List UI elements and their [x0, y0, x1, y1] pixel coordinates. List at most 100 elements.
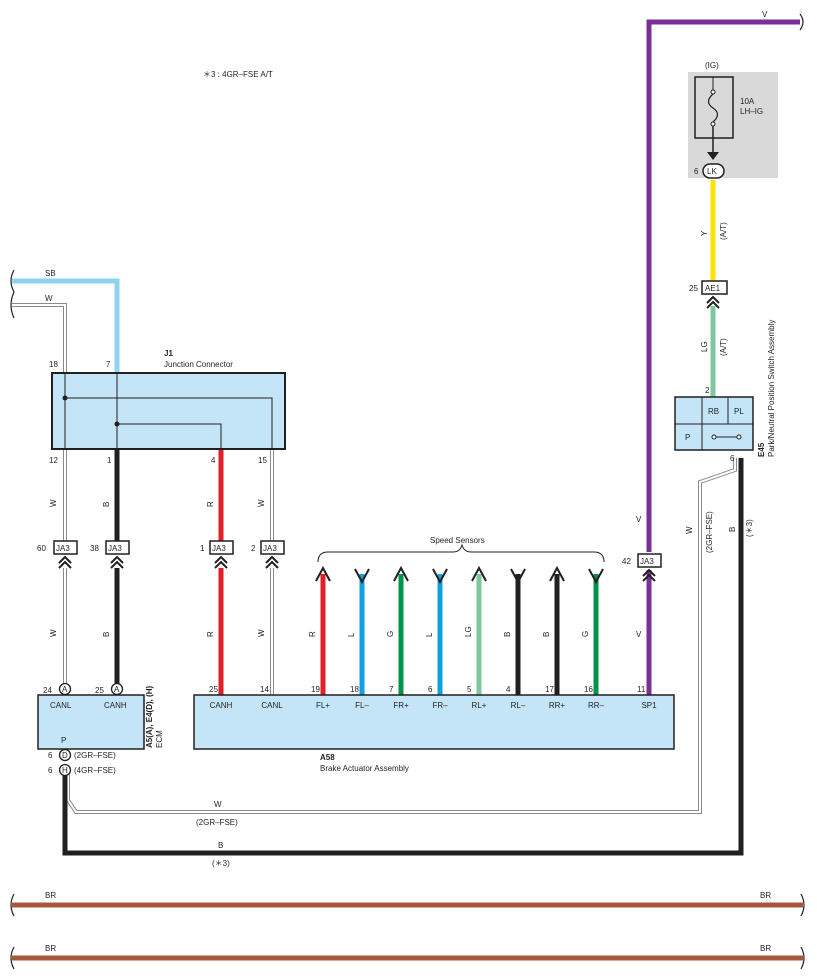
a58-terminal-label: RL+ [472, 701, 487, 710]
speed-sensor-wire: R [308, 565, 331, 695]
svg-text:(2GR–FSE): (2GR–FSE) [74, 751, 116, 760]
a58-name: Brake Actuator Assembly [320, 764, 409, 773]
svg-text:2: 2 [705, 386, 710, 395]
svg-text:BR: BR [760, 944, 771, 953]
a58-pin-number: 4 [506, 685, 511, 694]
ja3-connector-42: JA3 42 [622, 553, 662, 582]
ecm-canl: CANL [50, 701, 72, 710]
a58-pin-number: 5 [467, 685, 472, 694]
wire-r-canh: R R [206, 448, 224, 695]
svg-text:JA3: JA3 [108, 544, 122, 553]
speed-sensor-wire-label: G [386, 631, 395, 637]
svg-text:R: R [206, 631, 215, 637]
a58-terminal-label: FL+ [316, 701, 330, 710]
svg-text:W: W [257, 629, 266, 637]
wire-lg: LG (A/T) [700, 306, 728, 397]
svg-text:6: 6 [694, 167, 699, 176]
wire-w-canl-actuator: W W [257, 448, 274, 695]
svg-text:JA3: JA3 [263, 544, 277, 553]
a58-terminal-label: FR– [432, 701, 448, 710]
wire-br-2: BR BR [10, 944, 805, 970]
j1-code: J1 [164, 349, 173, 358]
wire-sb: SB [12, 269, 120, 373]
svg-text:V: V [636, 515, 642, 524]
wire-v: V V V [636, 10, 804, 695]
ecm-p: P [61, 736, 66, 745]
svg-text:A: A [114, 685, 120, 694]
a58-terminal-label: SP1 [641, 701, 657, 710]
junction-connector-j1: J1 Junction Connector 18 7 12 1 4 15 [49, 349, 286, 465]
wire-b-canh: B B [102, 448, 120, 684]
svg-text:4: 4 [211, 456, 216, 465]
svg-text:V: V [762, 10, 768, 19]
speed-sensor-wire: B [503, 568, 526, 695]
e45-name: Park/Neutral Position Switch Assembly [767, 320, 776, 457]
a58-terminal-label: RR– [588, 701, 605, 710]
svg-text:B: B [102, 632, 111, 637]
svg-text:(＊3): (＊3) [745, 519, 754, 537]
svg-text:LK: LK [707, 167, 717, 176]
svg-text:LG: LG [700, 341, 709, 352]
wire-y: Y (A/T) [700, 180, 728, 281]
svg-text:24: 24 [43, 686, 52, 695]
svg-text:6: 6 [48, 751, 53, 760]
a58-terminal-label: FL– [355, 701, 369, 710]
speed-sensor-wire: L [425, 568, 448, 695]
svg-text:B: B [218, 841, 223, 850]
svg-text:W: W [49, 499, 58, 507]
svg-text:6: 6 [48, 766, 53, 775]
svg-text:V: V [636, 630, 642, 639]
svg-text:AE1: AE1 [705, 284, 721, 293]
ja3-connector-38: JA3 38 [90, 540, 130, 569]
fuse-rating: 10A [740, 97, 755, 106]
ecm-canh: CANH [104, 701, 127, 710]
wire-w-canl: W W [49, 448, 67, 684]
speed-sensor-wire-label: G [581, 631, 590, 637]
a58-pin-number: 11 [637, 685, 646, 694]
svg-text:12: 12 [49, 456, 58, 465]
park-neutral-switch-e45: RB PL P 2 6 E45 Park/Neutral Position Sw… [674, 320, 776, 463]
svg-text:H: H [62, 766, 68, 775]
a58-pin-number: 16 [584, 685, 593, 694]
svg-text:(2GR–FSE): (2GR–FSE) [196, 818, 238, 827]
speed-sensor-wire-label: B [542, 632, 551, 637]
svg-text:(＊3): (＊3) [212, 859, 230, 868]
svg-text:6: 6 [730, 454, 735, 463]
ja3-connector-1: JA3 1 [200, 540, 234, 569]
svg-text:PL: PL [734, 407, 744, 416]
svg-text:BR: BR [45, 944, 56, 953]
j1-name: Junction Connector [164, 360, 233, 369]
svg-text:B: B [102, 502, 111, 507]
speed-sensors-title: Speed Sensors [430, 536, 485, 545]
svg-text:W: W [45, 294, 53, 303]
speed-sensor-wire: L [347, 568, 370, 695]
wire-b-pnp: B (＊3) B (＊3) [62, 458, 754, 868]
svg-text:(IG): (IG) [705, 61, 719, 70]
svg-text:(A/T): (A/T) [719, 338, 728, 356]
svg-text:Y: Y [700, 230, 709, 236]
svg-text:W: W [257, 499, 266, 507]
speed-sensor-wire-label: R [308, 631, 317, 637]
svg-text:A: A [62, 685, 68, 694]
svg-text:18: 18 [49, 360, 58, 369]
svg-text:2: 2 [251, 544, 256, 553]
a58-pin-number: 18 [350, 685, 359, 694]
fuse-name: LH–IG [740, 107, 763, 116]
svg-text:BR: BR [760, 891, 771, 900]
speed-sensor-wire-label: L [425, 632, 434, 637]
wire-w-pnp: W (2GR–FSE) W (2GR–FSE) [66, 458, 737, 827]
a58-pin-number: 25 [209, 685, 218, 694]
a58-terminal-label: RL– [511, 701, 526, 710]
ja3-connector-2: JA3 2 [251, 540, 285, 569]
svg-text:(A/T): (A/T) [719, 222, 728, 240]
fuse-icon [707, 93, 719, 123]
wire-w-left: W [10, 269, 67, 373]
svg-text:P: P [685, 433, 690, 442]
svg-text:38: 38 [90, 544, 99, 553]
speed-sensor-wire-label: L [347, 632, 356, 637]
a58-pin-number: 14 [260, 685, 269, 694]
a58-terminal-label: FR+ [393, 701, 409, 710]
note-text: ＊3 : 4GR–FSE A/T [203, 70, 273, 79]
a58-terminal-label: CANH [210, 701, 233, 710]
